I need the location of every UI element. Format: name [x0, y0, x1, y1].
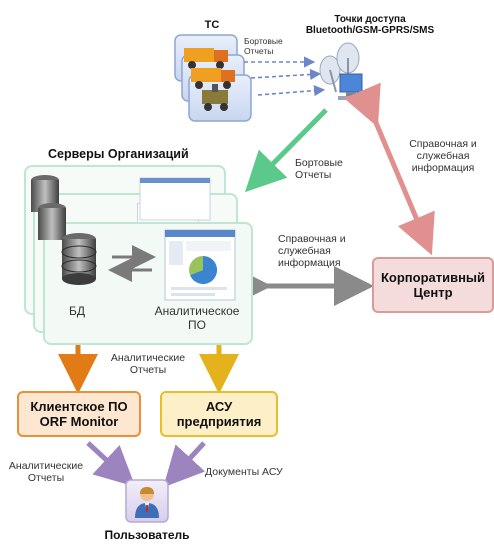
analytic-sw-label: Аналитическое ПО	[154, 304, 240, 332]
analytic-reports-left-label: Аналитические Отчеты	[8, 460, 84, 484]
onboard-reports-arrow	[244, 108, 328, 193]
reference-info-right-label: Справочная и служебная информация	[409, 138, 477, 174]
database-icon-front	[61, 233, 97, 285]
analytic-window-icon	[164, 229, 236, 301]
reference-info-center-label: Справочная и служебная информация	[278, 233, 346, 269]
corporate-center-box: Корпоративный Центр	[372, 257, 494, 313]
vehicles-icon	[174, 34, 252, 122]
asu-box: АСУ предприятия	[160, 391, 278, 437]
analytic-reports-mid-label: Аналитические Отчеты	[110, 352, 186, 376]
access-points-label: Точки доступа Bluetooth/GSM-GPRS/SMS	[305, 14, 435, 36]
user-icon	[125, 479, 169, 523]
servers-title: Серверы Организаций	[48, 147, 189, 161]
db-label: БД	[69, 304, 86, 318]
db-stack-back	[31, 175, 211, 240]
onboard-reports-label: Бортовые Отчеты	[295, 157, 343, 181]
ts-label: ТС	[204, 19, 220, 31]
onboard-reports-small-label: Бортовые Отчеты	[244, 36, 283, 56]
asu-user-arrow	[163, 441, 206, 488]
client-user-arrow	[86, 441, 136, 487]
asu-label: АСУ предприятия	[176, 399, 262, 429]
user-label: Пользователь	[104, 528, 190, 542]
client-sw-box: Клиентское ПО ORF Monitor	[17, 391, 141, 437]
access-corporate-arrow	[343, 82, 435, 256]
asu-docs-label: Документы АСУ	[205, 466, 283, 478]
client-sw-label: Клиентское ПО ORF Monitor	[30, 399, 128, 429]
wireless-links	[244, 56, 326, 97]
corporate-center-label: Корпоративный Центр	[380, 270, 486, 300]
